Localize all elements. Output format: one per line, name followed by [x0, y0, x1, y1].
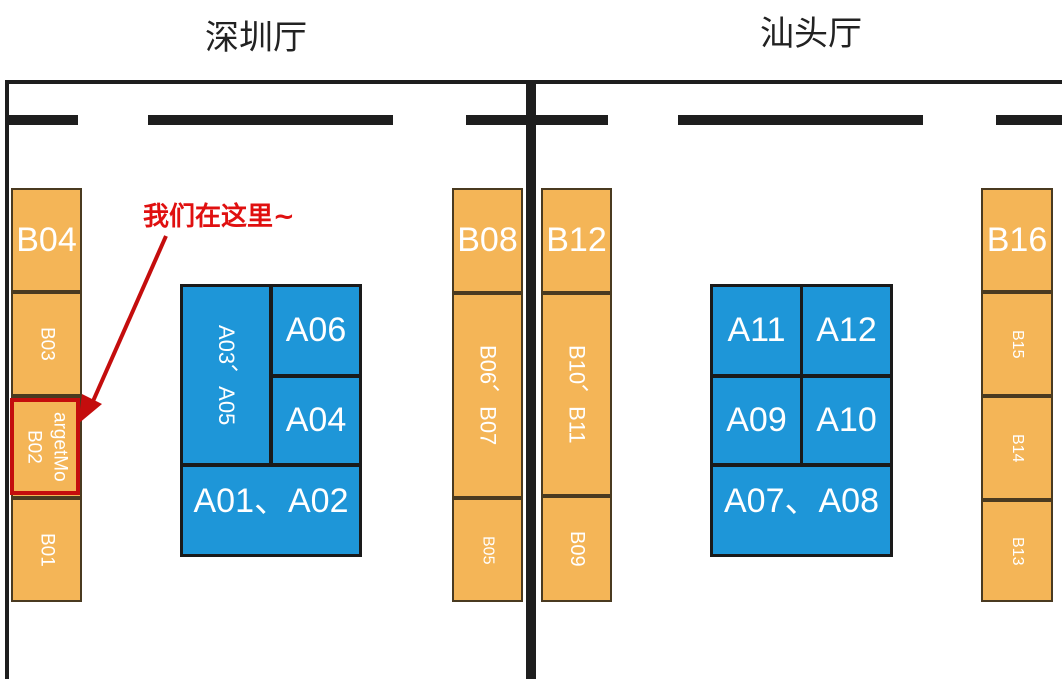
booth-a06-label: A06	[285, 311, 347, 349]
booth-b02-sublabel: argetMo	[49, 412, 71, 482]
booth-a07-a08[interactable]: A07、A08	[710, 464, 893, 557]
booth-a01-a02[interactable]: A01、A02	[180, 464, 362, 557]
booth-b03[interactable]: B03	[11, 292, 82, 396]
booth-a12[interactable]: A12	[800, 284, 893, 377]
booth-a10[interactable]: A10	[800, 375, 893, 466]
wall-segment	[678, 115, 923, 125]
booth-b09-label: B09	[566, 531, 588, 567]
booth-a03-a05-label: A03、A05	[214, 324, 239, 426]
booth-b04[interactable]: B04	[11, 188, 82, 292]
hall-title-shantou: 汕头厅	[760, 14, 862, 54]
booth-b03-label: B03	[36, 327, 58, 361]
booth-b13[interactable]: B13	[981, 500, 1053, 602]
left-wall	[5, 80, 9, 679]
booth-b14-label: B14	[1009, 433, 1026, 463]
booth-a07-a08-label: A07、A08	[724, 482, 879, 520]
location-annotation: 我们在这里~	[143, 202, 295, 232]
booth-b02-label: B02	[23, 430, 45, 464]
booth-b05[interactable]: B05	[452, 498, 523, 602]
booth-a12-label: A12	[816, 311, 877, 349]
booth-a10-label: A10	[816, 401, 877, 439]
booth-a09[interactable]: A09	[710, 375, 803, 466]
wall-segment	[536, 115, 608, 125]
booth-b08[interactable]: B08	[452, 188, 523, 293]
booth-b02[interactable]: B02 argetMo	[11, 396, 82, 498]
booth-b06-b07[interactable]: B06、B07	[452, 293, 523, 498]
booth-a04-label: A04	[285, 401, 347, 439]
booth-a06[interactable]: A06	[270, 284, 362, 377]
annotation-arrow	[78, 235, 168, 424]
booth-b15-label: B15	[1009, 329, 1026, 359]
booth-a09-label: A09	[726, 401, 787, 439]
booth-a01-a02-label: A01、A02	[193, 482, 349, 520]
booth-b04-label: B04	[16, 220, 77, 259]
booth-a03-a05[interactable]: A03、A05	[180, 284, 272, 466]
booth-a11[interactable]: A11	[710, 284, 803, 377]
booth-a04[interactable]: A04	[270, 375, 362, 466]
booth-b09[interactable]: B09	[541, 496, 612, 602]
booth-b06-b07-label: B06、B07	[475, 345, 501, 446]
booth-b01[interactable]: B01	[11, 498, 82, 602]
wall-segment	[996, 115, 1062, 125]
booth-b13-label: B13	[1009, 536, 1026, 566]
booth-b10-b11-label: B10、B11	[564, 345, 590, 444]
booth-b10-b11[interactable]: B10、B11	[541, 293, 612, 496]
booth-b12-label: B12	[546, 221, 607, 259]
booth-b05-label: B05	[479, 535, 497, 565]
booth-b01-label: B01	[36, 533, 58, 567]
wall-segment	[8, 115, 78, 125]
wall-segment	[148, 115, 393, 125]
booth-b08-label: B08	[457, 221, 518, 259]
hall-title-shenzhen: 深圳厅	[205, 18, 307, 58]
booth-b14[interactable]: B14	[981, 396, 1053, 500]
booth-a11-label: A11	[727, 311, 786, 349]
booth-b16-label: B16	[986, 220, 1048, 259]
wall-segment	[466, 115, 526, 125]
center-divider-wall	[526, 80, 536, 679]
booth-b15[interactable]: B15	[981, 292, 1053, 396]
booth-b12[interactable]: B12	[541, 188, 612, 293]
current-location-highlight	[10, 398, 80, 495]
booth-b16[interactable]: B16	[981, 188, 1053, 292]
